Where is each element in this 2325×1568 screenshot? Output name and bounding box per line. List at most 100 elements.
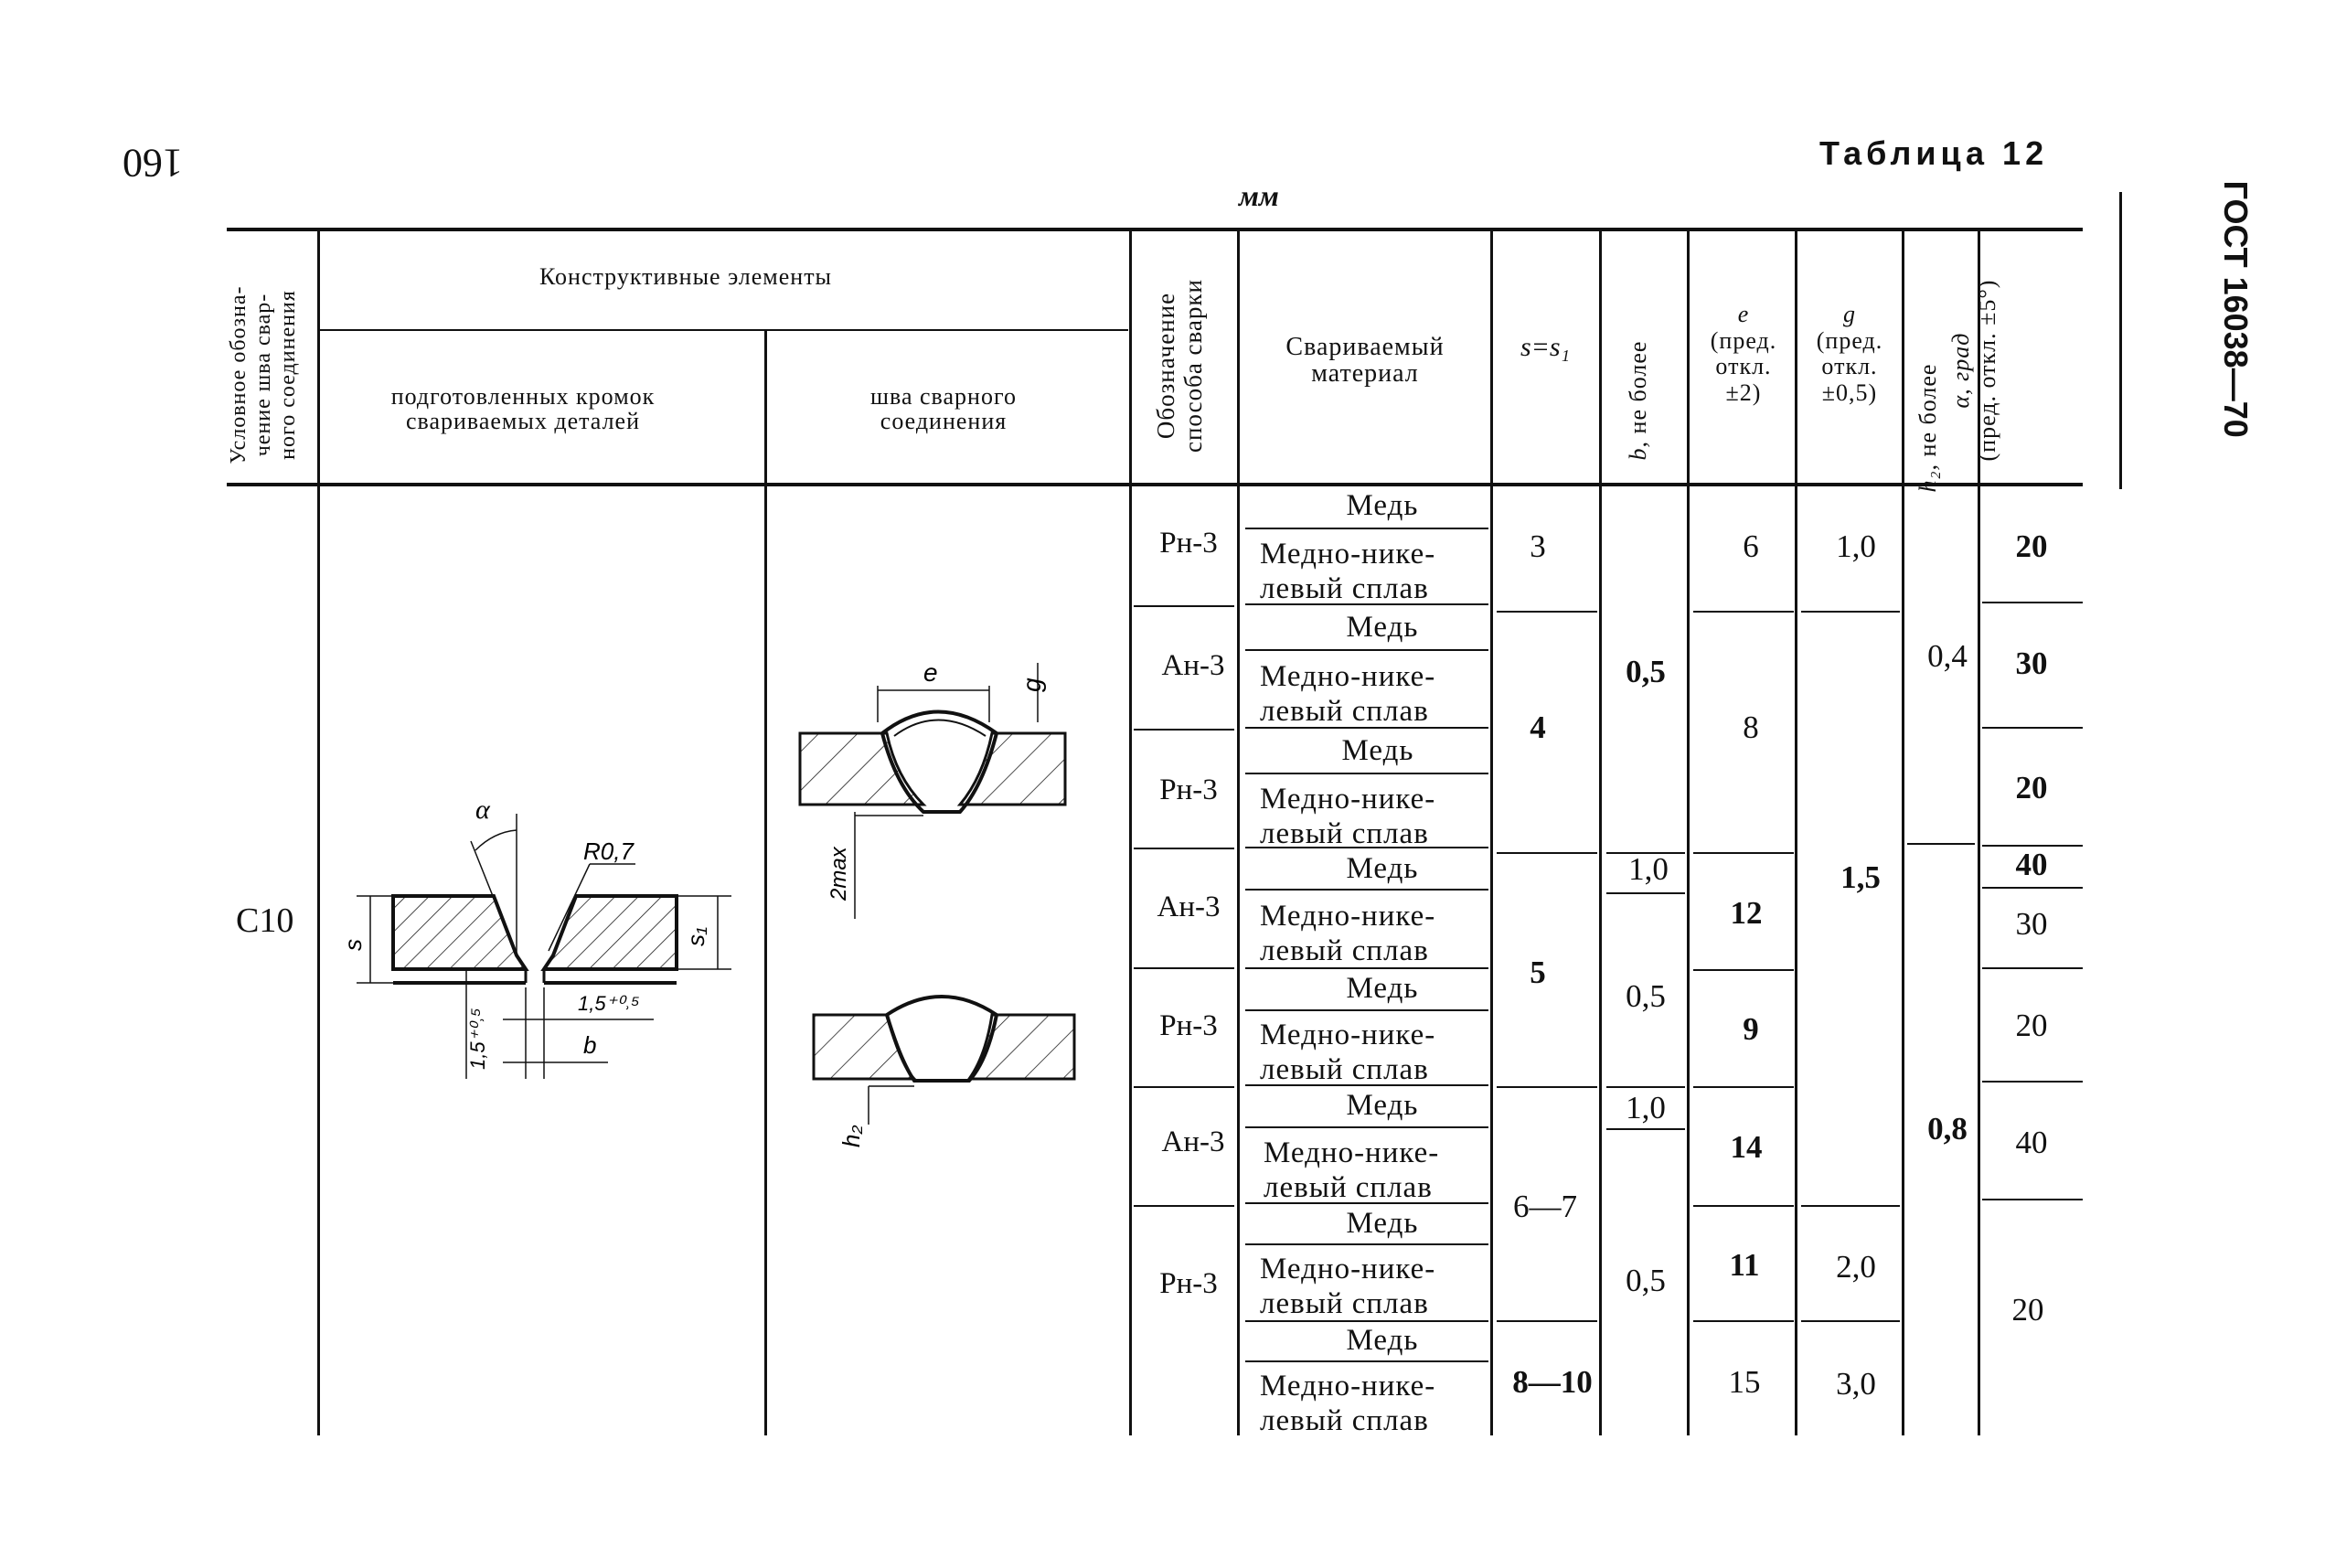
label-b: b <box>583 1031 596 1059</box>
prepared-edges-drawing: s s₁ α R0,7 1,5⁺⁰˒⁵ 1,5⁺⁰˒⁵ b <box>339 795 731 1079</box>
g-value: 3,0 <box>1836 1366 1876 1402</box>
label-h2: h₂ <box>837 1125 865 1147</box>
vline-10 <box>1978 229 1980 1435</box>
struct-divider <box>319 329 1128 331</box>
vline-5 <box>1490 229 1493 1435</box>
method-cell: Ан-3 <box>1161 649 1225 682</box>
vline-2 <box>764 329 767 1435</box>
method-sep <box>1134 605 1234 607</box>
b-value: 1,0 <box>1628 851 1669 887</box>
b-value: 0,5 <box>1626 1263 1666 1298</box>
header-structural: Конструктивные элементы <box>539 263 833 290</box>
alpha-value: 30 <box>2015 906 2048 942</box>
material-alloy: Медно-нике-левый сплав <box>1260 1370 1436 1437</box>
material-copper: Медь <box>1346 1207 1419 1240</box>
material-alloy: Медно-нике-левый сплав <box>1260 783 1436 850</box>
e-value: 14 <box>1730 1129 1763 1165</box>
label-2max: 2max <box>827 846 851 901</box>
table-title: Таблица 12 <box>1819 134 2049 172</box>
label-radius: R0,7 <box>583 837 635 865</box>
material-copper: Медь <box>1346 852 1419 885</box>
e-value: 12 <box>1730 895 1763 931</box>
e-value: 11 <box>1729 1247 1760 1283</box>
label-gap2: 1,5⁺⁰˒⁵ <box>578 992 640 1015</box>
s-value: 4 <box>1530 709 1546 745</box>
s-value: 6—7 <box>1513 1189 1577 1224</box>
s-value: 3 <box>1530 528 1546 564</box>
header-designation: Условное обозна- чение шва свар- ного со… <box>227 285 300 464</box>
e-value: 6 <box>1743 528 1759 564</box>
header-material: Свариваемый материал <box>1285 333 1445 389</box>
vline-8 <box>1795 229 1797 1435</box>
method-sep <box>1134 729 1234 731</box>
material-copper: Медь <box>1346 611 1419 644</box>
e-value: 8 <box>1743 709 1759 745</box>
header-bottom-rule <box>227 483 2083 486</box>
header-b: b, не более <box>1625 340 1651 461</box>
material-copper: Медь <box>1346 489 1419 522</box>
b-value: 0,5 <box>1626 654 1666 689</box>
method-cell: Ан-3 <box>1161 1125 1225 1158</box>
vline-4 <box>1237 229 1240 1435</box>
label-s: s <box>339 939 367 951</box>
table-top-rule <box>227 228 2083 231</box>
header-s: s=s₁ <box>1520 332 1571 362</box>
alpha-value: 20 <box>2015 528 2048 564</box>
vline-6 <box>1599 229 1602 1435</box>
standard-label: ГОСТ 16038—70 <box>2217 180 2256 438</box>
vline-3 <box>1129 229 1132 1435</box>
header-g: g (пред. откл. ±0,5) <box>1816 301 1883 406</box>
material-alloy: Медно-нике-левый сплав <box>1260 1019 1436 1086</box>
units-label: мм <box>1239 179 1279 212</box>
material-copper: Медь <box>1346 1324 1419 1357</box>
label-g: g <box>1018 677 1046 692</box>
vline-9 <box>1902 229 1904 1435</box>
e-value: 9 <box>1743 1011 1759 1047</box>
vline-7 <box>1687 229 1690 1435</box>
e-value: 15 <box>1728 1364 1761 1400</box>
standard-rule <box>2119 192 2122 489</box>
method-cell: Рн-3 <box>1159 773 1218 806</box>
weld-seam-drawing-bottom: h₂ <box>812 995 1076 1147</box>
header-alpha: α, град (пред. откл. ±5°) <box>1947 279 2001 462</box>
label-gap1: 1,5⁺⁰˒⁵ <box>466 1008 489 1070</box>
method-cell: Рн-3 <box>1159 527 1218 560</box>
s-value: 8—10 <box>1512 1364 1593 1400</box>
weld-seam-drawing-top: e g 2max <box>798 658 1067 919</box>
alpha-value: 20 <box>2011 1292 2044 1328</box>
material-alloy: Медно-нике-левый сплав <box>1260 660 1436 728</box>
alpha-value: 30 <box>2015 645 2048 681</box>
header-seam: шва сварного соединения <box>870 383 1017 435</box>
label-e: e <box>923 658 938 687</box>
alpha-value: 40 <box>2015 847 2048 882</box>
g-value: 2,0 <box>1836 1249 1876 1285</box>
method-sep <box>1134 1205 1234 1207</box>
designation-value: С10 <box>236 901 294 940</box>
b-value: 0,5 <box>1626 978 1666 1014</box>
header-h2: h₂, не более <box>1914 363 1941 493</box>
method-cell: Рн-3 <box>1159 1267 1218 1300</box>
header-prepared: подготовленных кромок свариваемых детале… <box>390 383 656 435</box>
method-cell: Рн-3 <box>1159 1009 1218 1042</box>
alpha-value: 20 <box>2015 1008 2048 1043</box>
material-copper: Медь <box>1341 734 1414 767</box>
b-value: 1,0 <box>1626 1090 1666 1125</box>
label-s1: s₁ <box>682 927 709 946</box>
material-copper: Медь <box>1346 1089 1419 1122</box>
alpha-value: 40 <box>2015 1125 2048 1160</box>
header-method: Обозначение способа сварки <box>1152 279 1208 453</box>
header-e: e (пред. откл. ±2) <box>1710 301 1777 406</box>
method-sep <box>1134 848 1234 849</box>
alpha-value: 20 <box>2015 770 2048 805</box>
method-sep <box>1134 967 1234 969</box>
g-value: 1,5 <box>1840 859 1881 895</box>
label-alpha: α <box>475 795 491 825</box>
vline-1 <box>317 229 320 1435</box>
g-value: 1,0 <box>1836 528 1876 564</box>
material-alloy: Медно-нике-левый сплав <box>1260 1253 1436 1320</box>
material-copper: Медь <box>1346 972 1419 1005</box>
material-alloy: Медно-нике-левый сплав <box>1260 900 1436 967</box>
h2-value: 0,4 <box>1927 638 1968 674</box>
material-alloy: Медно-нике-левый сплав <box>1264 1136 1440 1204</box>
s-value: 5 <box>1530 955 1546 990</box>
